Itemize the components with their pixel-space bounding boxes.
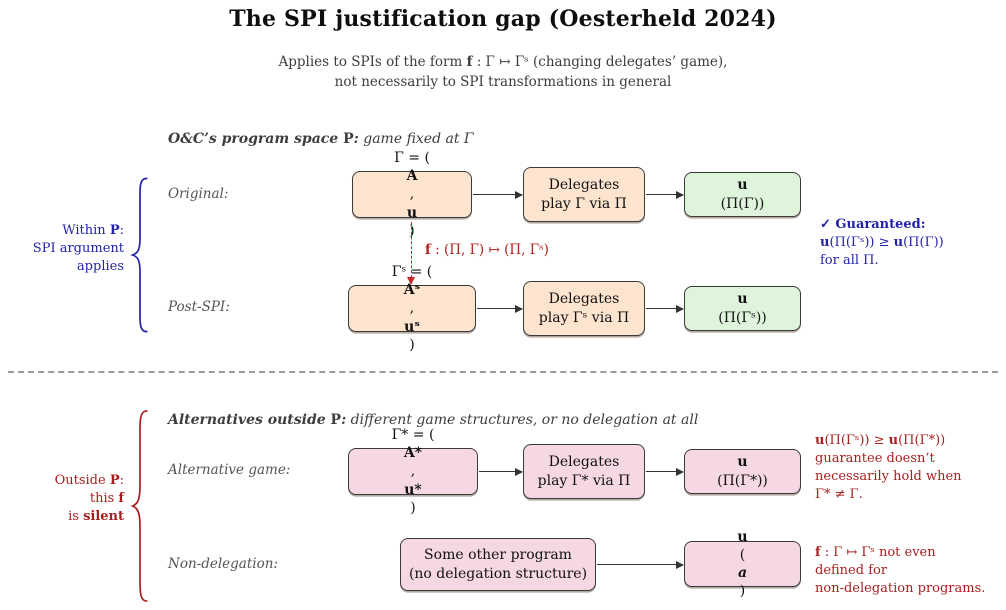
delegates-box-original: Delegates play Γ via Π (523, 167, 645, 222)
top-section-header: O&C’s program space P: game fixed at Γ (168, 131, 474, 147)
row-label-alternative-game: Alternative game: (168, 462, 291, 478)
delegates-box-post-spi-line1: Delegates (548, 291, 620, 308)
guaranteed-note: ✓ Guaranteed: u(Π(Γˢ)) ≥ u(Π(Γ)) for all… (820, 216, 1000, 270)
outside-p-note: Outside P: this f is silent (4, 472, 124, 526)
diagram-title: The SPI justification gap (Oesterheld 20… (229, 6, 777, 32)
game-box-post-spi: Γˢ = (Aˢ, uˢ) (348, 264, 476, 353)
row-label-non-delegation: Non-delegation: (168, 556, 278, 572)
diagram-subtitle-line2: not necessarily to SPI transformations i… (334, 74, 672, 90)
undefined-f-note-line1: f : Γ ↦ Γˢ not even (815, 545, 936, 560)
delegates-box-alternative-line2: play Γ* via Π (537, 472, 631, 489)
f-transformation-arrow (406, 222, 415, 285)
within-p-note-line1: Within P: (62, 223, 124, 238)
delegates-box-alternative: Delegates play Γ* via Π (523, 444, 645, 499)
undefined-f-note-line2: defined for (815, 563, 888, 578)
arrow-alternative-2 (646, 466, 684, 478)
guaranteed-note-line1: ✓ Guaranteed: (820, 217, 926, 232)
result-box-post-spi: u(Π(Γˢ)) (684, 286, 801, 331)
delegates-box-post-spi: Delegates play Γˢ via Π (523, 281, 645, 336)
outside-p-brace-icon (130, 408, 151, 604)
no-guarantee-note: u(Π(Γˢ)) ≥ u(Π(Γ*)) guarantee doesn’t ne… (815, 432, 1003, 504)
arrow-post-spi-1 (477, 303, 523, 315)
undefined-f-note-line3: non-delegation programs. (815, 581, 986, 596)
game-box-alternative: Γ* = (A*, u*) (348, 427, 478, 516)
delegates-box-original-line1: Delegates (548, 177, 620, 194)
arrow-alternative-1 (479, 466, 523, 478)
arrow-original-2 (646, 189, 684, 201)
outside-p-note-line1: Outside P: (54, 473, 124, 488)
row-label-original: Original: (168, 186, 229, 202)
guaranteed-note-line3: for all Π. (820, 253, 879, 268)
no-guarantee-note-line4: Γ* ≠ Γ. (815, 487, 863, 502)
bottom-section-header: Alternatives outside P: different game s… (168, 412, 699, 428)
outside-p-note-line2: this f (89, 491, 124, 506)
program-box-line1: Some other program (424, 547, 572, 564)
within-p-note-line3: applies (76, 259, 124, 274)
delegates-box-alternative-line1: Delegates (548, 454, 620, 471)
undefined-f-note: f : Γ ↦ Γˢ not even defined for non-dele… (815, 544, 1005, 598)
row-label-post-spi: Post-SPI: (168, 299, 230, 315)
result-box-alternative: u(Π(Γ*)) (684, 449, 801, 494)
within-p-brace-icon (130, 176, 151, 334)
guaranteed-note-line2: u(Π(Γˢ)) ≥ u(Π(Γ)) (820, 235, 944, 250)
delegates-box-post-spi-line2: play Γˢ via Π (538, 309, 630, 326)
f-transformation-label: f : (Π, Γ) ↦ (Π, Γˢ) (425, 242, 549, 258)
no-guarantee-note-line2: guarantee doesn’t (815, 451, 935, 466)
game-box-original: Γ = (A, u) (352, 150, 472, 239)
section-divider (8, 371, 998, 373)
result-box-non-delegation: u(a) (684, 529, 801, 599)
delegates-box-original-line2: play Γ via Π (541, 195, 627, 212)
no-guarantee-note-line1: u(Π(Γˢ)) ≥ u(Π(Γ*)) (815, 433, 946, 448)
program-box-line2: (no delegation structure) (408, 565, 588, 582)
program-box-non-delegation: Some other program (no delegation struct… (400, 538, 596, 591)
arrow-original-1 (473, 189, 523, 201)
outside-p-note-line3: is silent (68, 509, 124, 524)
within-p-note-line2: SPI argument (32, 241, 124, 256)
arrow-post-spi-2 (646, 303, 684, 315)
result-box-original: u(Π(Γ)) (684, 172, 801, 217)
diagram-subtitle-line1: Applies to SPIs of the form f : Γ ↦ Γˢ (… (278, 54, 728, 70)
arrow-non-delegation (597, 559, 684, 571)
no-guarantee-note-line3: necessarily hold when (815, 469, 962, 484)
within-p-note: Within P: SPI argument applies (4, 222, 124, 276)
